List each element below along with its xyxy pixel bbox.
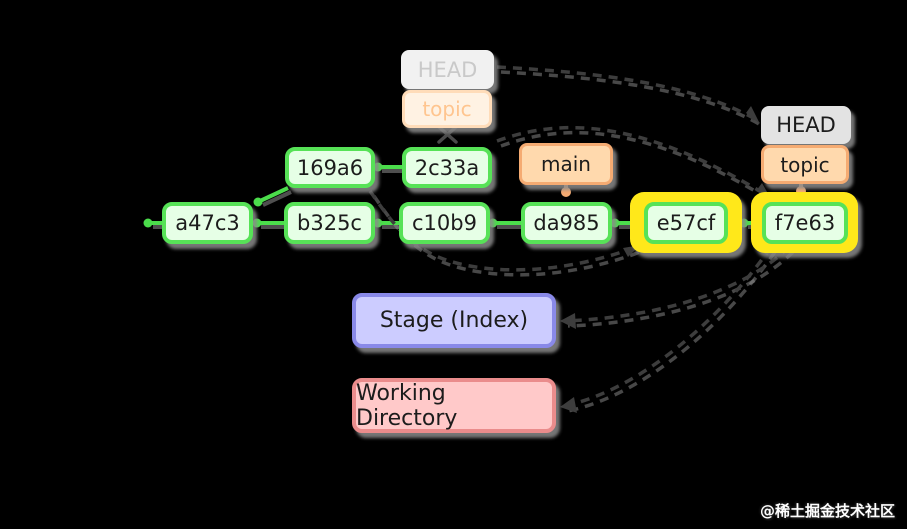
commit-c10b9: c10b9: [399, 202, 490, 244]
commit-da985-label: da985: [533, 211, 600, 235]
working-directory-box: Working Directory: [352, 378, 556, 433]
commit-b325c: b325c: [284, 202, 375, 244]
new-head-ref: HEAD: [761, 106, 851, 144]
commit-2c33a-label: 2c33a: [414, 155, 480, 180]
new-head-label: HEAD: [776, 113, 836, 137]
arrow-f7e63-to-working: [563, 245, 773, 408]
main-branch-label: main: [541, 152, 591, 176]
commit-169a6-label: 169a6: [296, 155, 364, 180]
working-directory-label: Working Directory: [356, 380, 458, 431]
commit-169a6: 169a6: [285, 147, 375, 188]
old-head-label: HEAD: [417, 57, 478, 82]
stage-index-label: Stage (Index): [379, 308, 529, 333]
stage-index-box: Stage (Index): [352, 293, 556, 348]
commit-b325c-label: b325c: [297, 211, 362, 235]
commit-a47c3: a47c3: [162, 202, 253, 244]
deleted-ref-x-icon: [437, 125, 458, 144]
commit-2c33a: 2c33a: [402, 147, 492, 188]
dashed-shadows: [372, 70, 795, 413]
commit-f7e63: f7e63: [762, 202, 848, 244]
main-branch-ref: main: [519, 143, 613, 185]
arrow-2c33a-to-f7e63: [496, 125, 769, 198]
dashed-arrows: [368, 65, 791, 413]
commit-da985: da985: [521, 202, 612, 244]
arrow-169a6-to-e57cf: [368, 190, 637, 272]
old-head-ref: HEAD: [401, 50, 494, 89]
commit-f7e63-label: f7e63: [774, 211, 836, 235]
commit-e57cf: e57cf: [644, 202, 728, 244]
arrow-old-head-to-new-head: [496, 65, 758, 122]
commit-c10b9-label: c10b9: [412, 211, 477, 235]
main-pointer-icon: [561, 184, 571, 197]
arrow-f7e63-to-stage: [563, 245, 791, 323]
old-topic-label: topic: [422, 97, 472, 121]
edge-169a6-a47c3: [259, 186, 289, 203]
watermark-text: @稀土掘金技术社区: [759, 502, 895, 520]
new-topic-label: topic: [780, 152, 830, 177]
commit-e57cf-label: e57cf: [656, 211, 716, 235]
new-topic-ref: topic: [761, 145, 849, 184]
old-topic-ref: topic: [402, 90, 492, 128]
commit-a47c3-label: a47c3: [175, 211, 240, 235]
